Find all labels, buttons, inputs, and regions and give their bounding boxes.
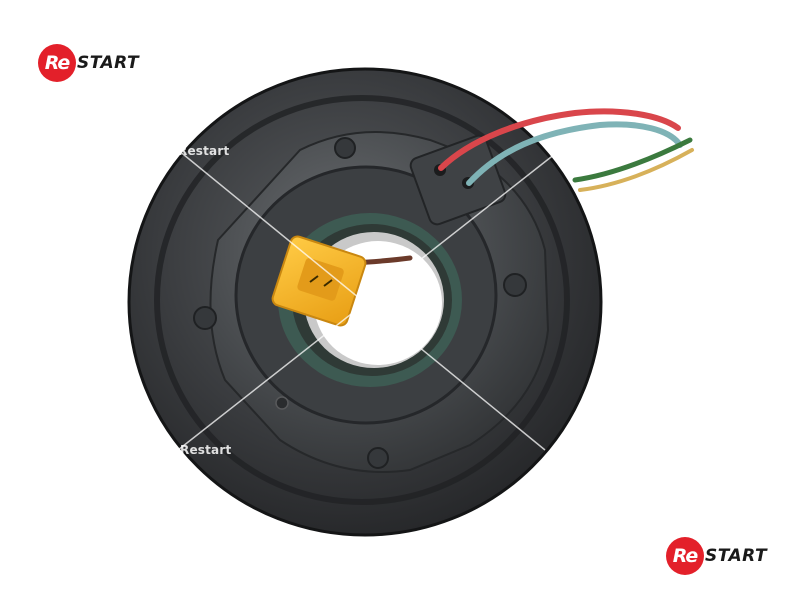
- restart-logo: Re START: [38, 44, 139, 82]
- yellow-connector: [271, 235, 367, 327]
- logo-badge: Re: [38, 44, 76, 82]
- watermark-text: Restart: [178, 144, 230, 158]
- restart-logo: Re START: [666, 537, 767, 575]
- watermark-lines: [177, 149, 561, 451]
- logo-wordmark: START: [77, 53, 140, 73]
- logo-badge: Re: [666, 537, 704, 575]
- watermark-text: Restart: [180, 443, 232, 457]
- wire-harness: [332, 108, 694, 268]
- logo-wordmark: START: [705, 546, 768, 566]
